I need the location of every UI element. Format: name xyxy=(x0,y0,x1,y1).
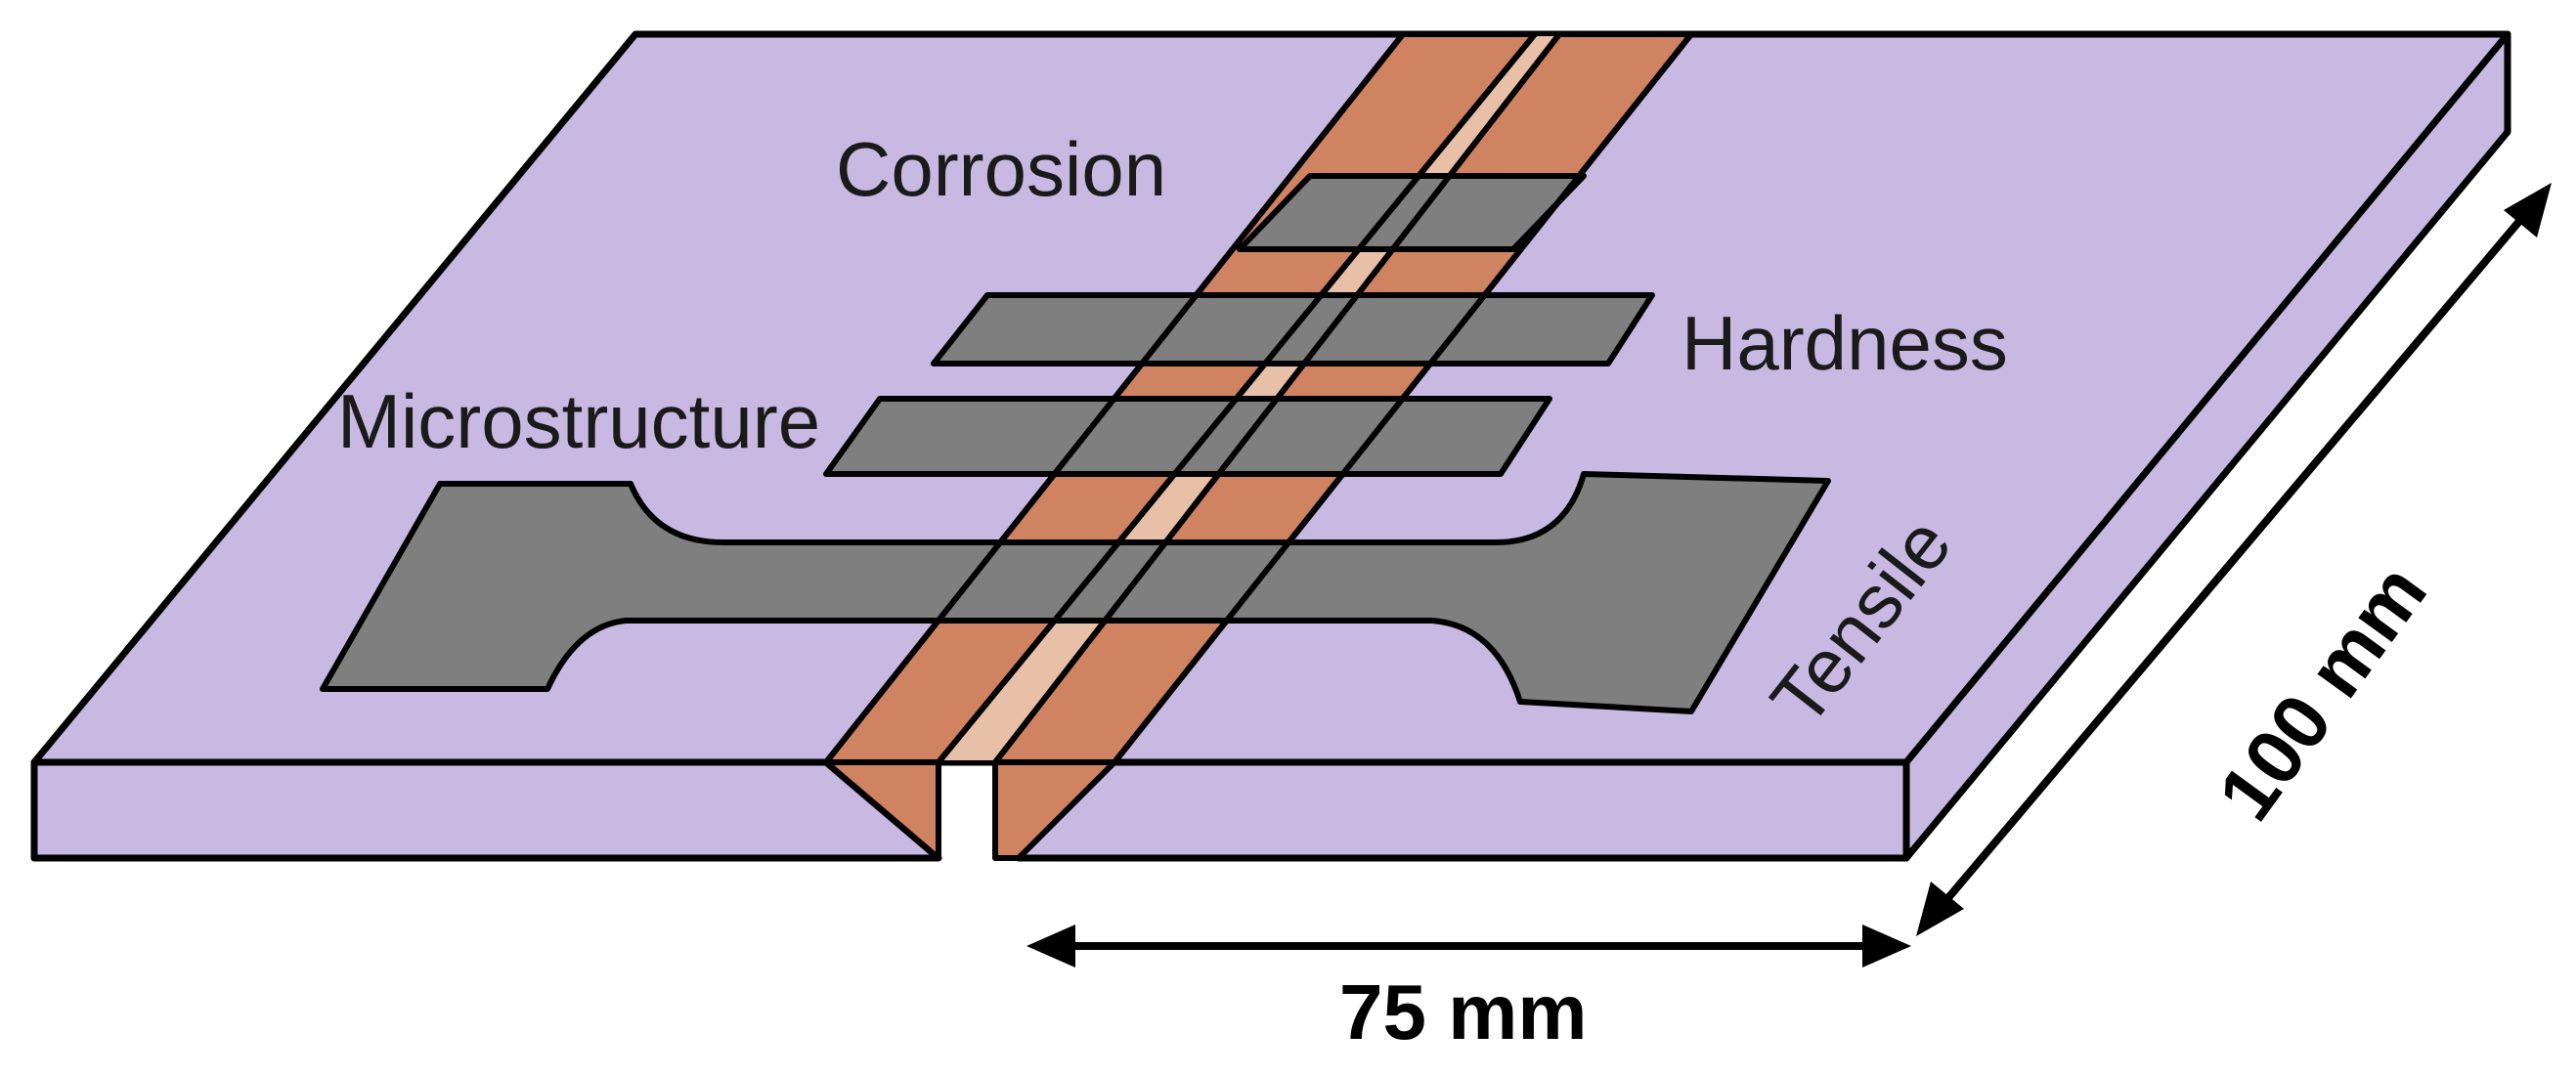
width-dimension-label: 75 mm xyxy=(1339,968,1587,1055)
length-arrow-bottom xyxy=(1916,882,1964,936)
length-dimension-label: 100 mm xyxy=(2202,549,2443,836)
weld-front-left xyxy=(823,759,941,861)
plate-right-side-face xyxy=(1902,30,2511,862)
plate-front-right-face xyxy=(991,758,1910,862)
microstructure-specimen xyxy=(823,396,1552,477)
width-arrow-left xyxy=(1026,925,1075,968)
hardness-label: Hardness xyxy=(1681,300,2008,386)
microstructure-label: Microstructure xyxy=(337,378,820,464)
microstructure-specimen-shape xyxy=(823,396,1552,477)
plate-front-left-face xyxy=(30,758,942,862)
width-dimension: 75 mm xyxy=(1026,925,1911,1055)
length-dimension-line xyxy=(1927,197,2541,922)
width-arrow-right xyxy=(1862,925,1911,968)
weld-front-right xyxy=(992,759,1117,861)
corrosion-specimen-shape xyxy=(1237,173,1587,252)
weld-overlay-outlines xyxy=(823,32,1694,764)
corrosion-label: Corrosion xyxy=(836,126,1166,212)
corrosion-specimen xyxy=(1237,173,1587,252)
length-arrow-top xyxy=(2504,183,2552,237)
